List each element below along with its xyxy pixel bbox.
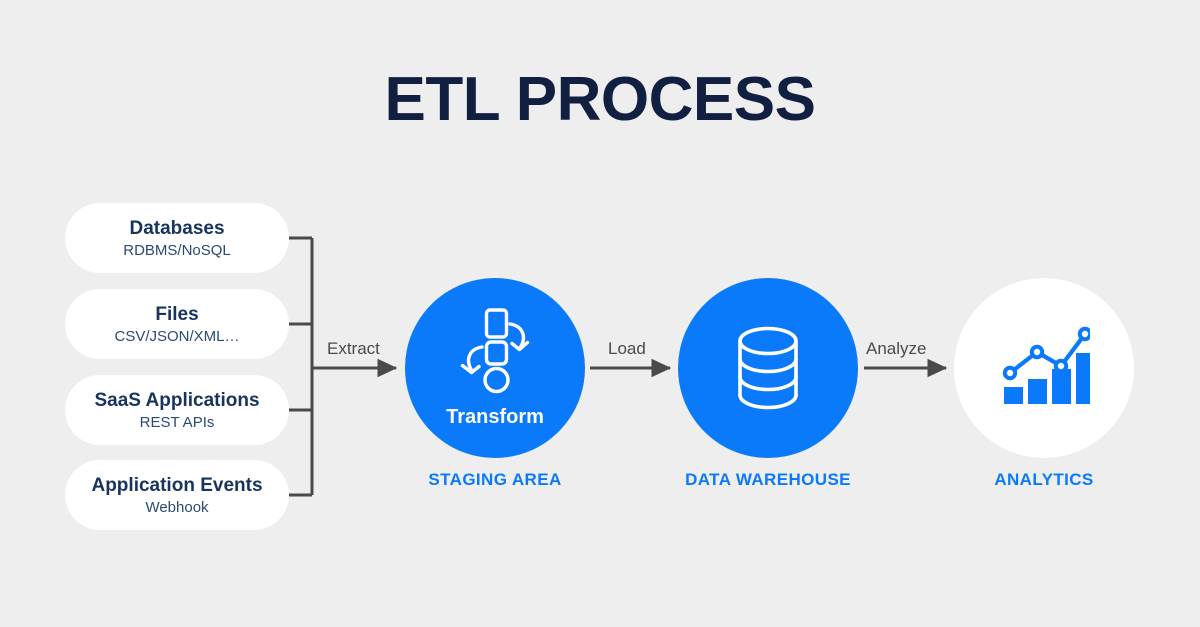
source-title: Databases	[129, 217, 225, 239]
source-box-databases[interactable]: Databases RDBMS/NoSQL	[65, 203, 289, 273]
source-subtitle: REST APIs	[139, 413, 215, 431]
source-subtitle: CSV/JSON/XML…	[114, 327, 240, 345]
node-analytics[interactable]	[954, 278, 1134, 458]
source-title: Files	[155, 303, 199, 325]
chart-bars	[1004, 353, 1090, 404]
database-cylinder-icon	[728, 325, 808, 411]
arrow-label-load: Load	[608, 339, 646, 358]
source-box-saas-applications[interactable]: SaaS Applications REST APIs	[65, 375, 289, 445]
source-title: SaaS Applications	[94, 389, 260, 411]
chart-trend-line	[1007, 331, 1088, 376]
arrow-label-analyze: Analyze	[866, 339, 927, 358]
node-caption-staging-area: STAGING AREA	[428, 470, 562, 489]
transform-icon	[457, 307, 533, 395]
bar-line-chart-icon	[998, 325, 1090, 411]
source-box-application-events[interactable]: Application Events Webhook	[65, 460, 289, 530]
node-caption-data-warehouse: DATA WAREHOUSE	[685, 470, 851, 489]
node-staging-area[interactable]: Transform	[405, 278, 585, 458]
node-caption-analytics: ANALYTICS	[994, 470, 1094, 489]
page-title: ETL PROCESS	[384, 65, 816, 134]
node-inner-label: Transform	[446, 406, 544, 428]
source-subtitle: Webhook	[145, 498, 209, 516]
source-title: Application Events	[91, 474, 263, 496]
node-data-warehouse[interactable]	[678, 278, 858, 458]
source-box-files[interactable]: Files CSV/JSON/XML…	[65, 289, 289, 359]
chart-markers	[1002, 326, 1090, 381]
source-subtitle: RDBMS/NoSQL	[123, 241, 231, 259]
arrow-label-extract: Extract	[327, 339, 380, 358]
